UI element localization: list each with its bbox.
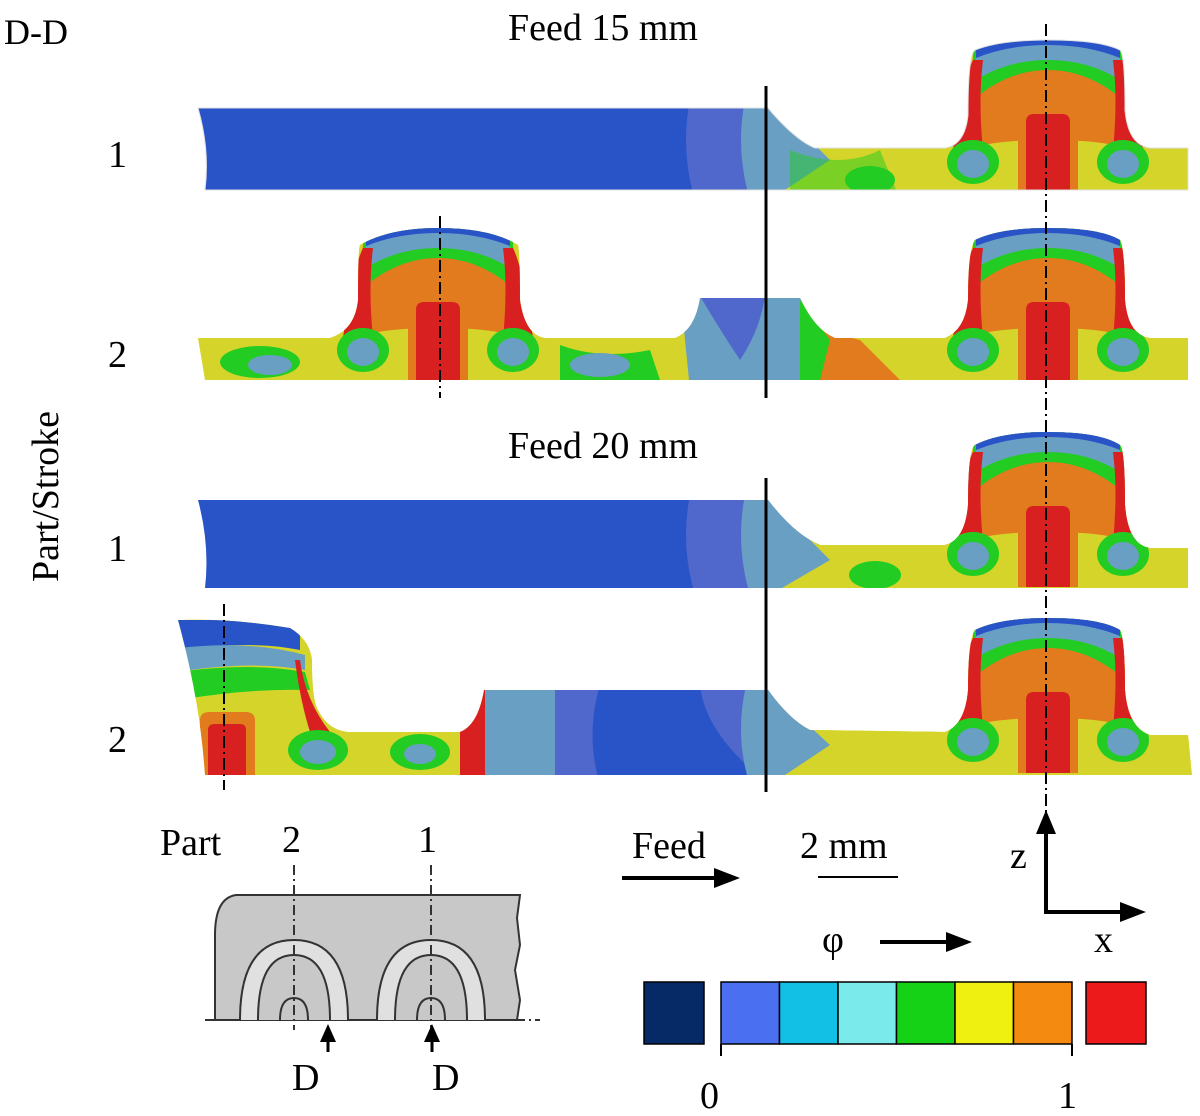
colorbar-cell (895, 981, 956, 1045)
feed-arrow-icon (714, 868, 740, 888)
feed-label-15: Feed 15 mm (508, 7, 698, 49)
row-label-part1-stroke: 1 (108, 528, 127, 570)
part-schematic: Part 2 1 D D (160, 819, 540, 1099)
x-axis-arrow-icon (1120, 902, 1146, 922)
part-number-2: 2 (282, 819, 301, 861)
colorbar: φ 0 1 (643, 919, 1147, 1116)
row-label-part2-stroke: 2 (108, 719, 127, 761)
row-label-part2-stroke: 2 (108, 334, 127, 376)
z-axis-label: z (1010, 835, 1027, 877)
y-axis-label: Part/Stroke (25, 411, 67, 582)
colorbar-cell (1012, 981, 1073, 1045)
colorbar-cell (778, 981, 839, 1045)
part-number-1: 1 (418, 819, 437, 861)
colorbar-above-swatch (1085, 981, 1147, 1045)
section-mark-d: D (292, 1057, 319, 1099)
z-axis-arrow-icon (1036, 810, 1056, 834)
feed-label-20: Feed 20 mm (508, 425, 698, 467)
colorbar-variable: φ (822, 919, 844, 961)
colorbar-cell (837, 981, 898, 1045)
colorbar-min-label: 0 (700, 1075, 719, 1116)
section-label: D-D (4, 12, 68, 52)
coordinate-axes: z x (1010, 810, 1146, 961)
colorbar-cell (720, 981, 781, 1045)
colorbar-max-label: 1 (1058, 1075, 1077, 1116)
part-title: Part (160, 822, 222, 864)
colorbar-cells (720, 981, 1073, 1045)
colorbar-arrow-icon (946, 932, 972, 952)
feed-arrow-label: Feed (632, 825, 706, 867)
x-axis-label: x (1094, 919, 1113, 961)
scale-bar-label: 2 mm (800, 825, 888, 867)
colorbar-cell (954, 981, 1015, 1045)
contour-strip-outline (197, 39, 1189, 191)
section-mark-d: D (432, 1057, 459, 1099)
row-label-part1-stroke: 1 (108, 134, 127, 176)
colorbar-below-swatch (643, 981, 705, 1045)
